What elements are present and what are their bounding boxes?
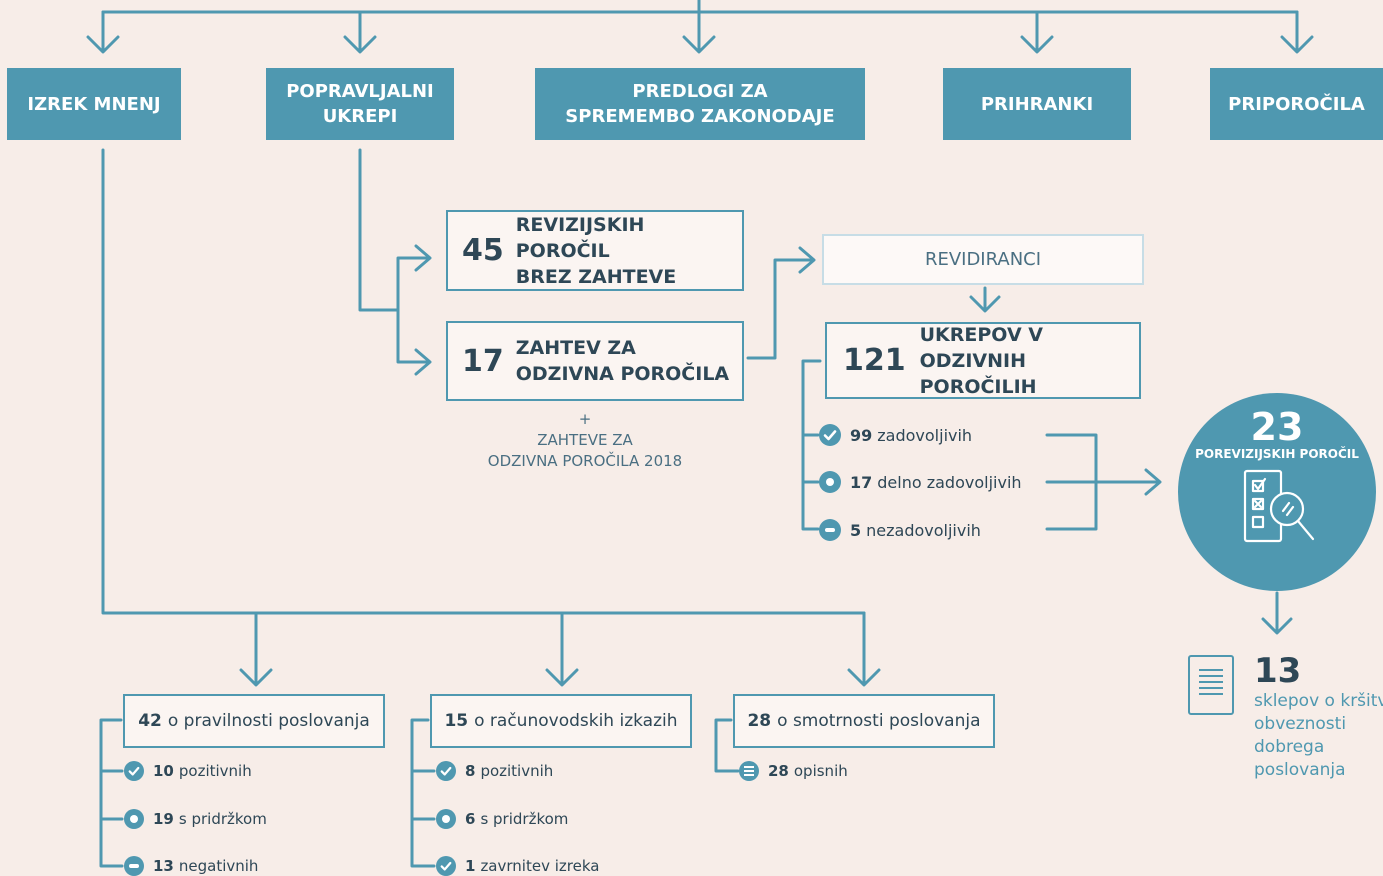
reports-no-request-text: REVIZIJSKIH POROČIL BREZ ZAHTEVE [516,212,742,290]
request-reports-text: ZAHTEV ZA ODZIVNA POROČILA [516,335,729,387]
top-box-label: PRIHRANKI [980,93,1094,115]
reports-no-request-box: 45 REVIZIJSKIH POROČIL BREZ ZAHTEVE [446,210,744,291]
item-text: negativnih [178,857,259,875]
item-number: 99 [850,425,873,445]
request-reports-line1: ZAHTEV ZA [515,337,636,359]
resolutions-number: 13 [1254,651,1302,691]
measures-number: 121 [843,343,906,378]
measures-text: UKREPOV V ODZIVNIH POROČILIH [920,322,1139,400]
top-box-label: PREDLOGI ZA [632,81,768,102]
group-number: 15 [444,711,469,731]
item-number: 6 [465,810,476,828]
plus-sign: + [578,410,592,428]
top-box-priporocila: PRIPOROČILA [1210,68,1383,140]
request-reports-line2: ODZIVNA POROČILA [515,363,730,385]
item-text: pozitivnih [480,762,554,780]
request-reports-number: 17 [462,343,504,379]
item-number: 19 [153,810,174,828]
reports-no-request-line1: REVIZIJSKIH POROČIL [515,213,645,262]
resolutions-line4: poslovanja [1254,760,1346,780]
item-text: opisnih [793,762,848,780]
auditees-label: REVIDIRANCI [924,249,1042,270]
item-number: 10 [153,762,174,780]
resolutions-line1: sklepov o kršitvi [1254,691,1383,711]
request-reports-box: 17 ZAHTEV ZA ODZIVNA POROČILA [446,321,744,401]
item-text: pozitivnih [178,762,252,780]
check-icon [436,856,456,876]
post-audit-number: 23 [1250,405,1304,449]
list-icon [739,761,759,781]
check-icon [436,761,456,781]
item-text: zavrnitev izreka [480,857,600,875]
resolutions-line3: dobrega [1254,737,1325,757]
item-number: 17 [850,472,873,492]
item-text: s pridržkom [480,810,569,828]
top-box-predlogi: PREDLOGI ZA SPREMEMBO ZAKONODAJE [535,68,865,140]
group-number: 28 [747,711,772,731]
reports-no-request-line2: BREZ ZAHTEVE [515,265,677,288]
item-number: 1 [465,857,476,875]
item-text: s pridržkom [178,810,267,828]
post-audit-label: POREVIZIJSKIH POROČIL [1195,447,1359,461]
top-box-label: POPRAVLJALNI [286,81,434,102]
reports-no-request-number: 45 [462,233,504,268]
top-box-prihranki: PRIHRANKI [943,68,1131,140]
post-audit-circle: 23 POREVIZIJSKIH POROČIL [1178,393,1376,591]
dot-icon [436,809,456,829]
item-number: 5 [850,520,862,540]
top-box-izrek-mnenj: IZREK MNENJ [7,68,181,140]
item-text: zadovoljivih [877,425,973,445]
group-text: o smotrnosti poslovanja [777,711,981,731]
checklist-magnifier-icon [1243,469,1315,543]
resolutions-line2: obveznosti [1254,714,1347,734]
measures-line1: UKREPOV V [919,323,1043,346]
resolutions-block: 13 sklepov o kršitvi obveznosti dobrega … [1254,652,1383,782]
top-box-label: SPREMEMBO ZAKONODAJE [565,106,835,127]
group-text: o računovodskih izkazih [474,711,678,731]
group-text: o pravilnosti poslovanja [167,711,370,731]
minus-icon [124,856,144,876]
dot-icon [819,471,841,493]
auditees-box: REVIDIRANCI [822,234,1144,285]
plus-note-line2: ODZIVNA POROČILA 2018 [487,452,683,470]
dot-icon [124,809,144,829]
check-icon [124,761,144,781]
plus-note: + ZAHTEVE ZA ODZIVNA POROČILA 2018 [470,409,700,472]
measures-box: 121 UKREPOV V ODZIVNIH POROČILIH [825,322,1141,399]
top-box-popravljalni-ukrepi: POPRAVLJALNI UKREPI [266,68,454,140]
item-number: 13 [153,857,174,875]
top-box-label: IZREK MNENJ [27,93,161,115]
minus-icon [819,519,841,541]
item-text: delno zadovoljivih [877,472,1022,492]
item-number: 8 [465,762,476,780]
plus-note-line1: ZAHTEVE ZA [537,431,633,449]
check-icon [819,424,841,446]
top-box-label: UKREPI [322,106,398,127]
document-icon [1188,655,1234,715]
item-number: 28 [768,762,789,780]
top-box-label: PRIPOROČILA [1228,93,1365,115]
measures-line2: ODZIVNIH POROČILIH [919,349,1037,398]
group-number: 42 [138,711,162,731]
item-text: nezadovoljivih [866,520,981,540]
